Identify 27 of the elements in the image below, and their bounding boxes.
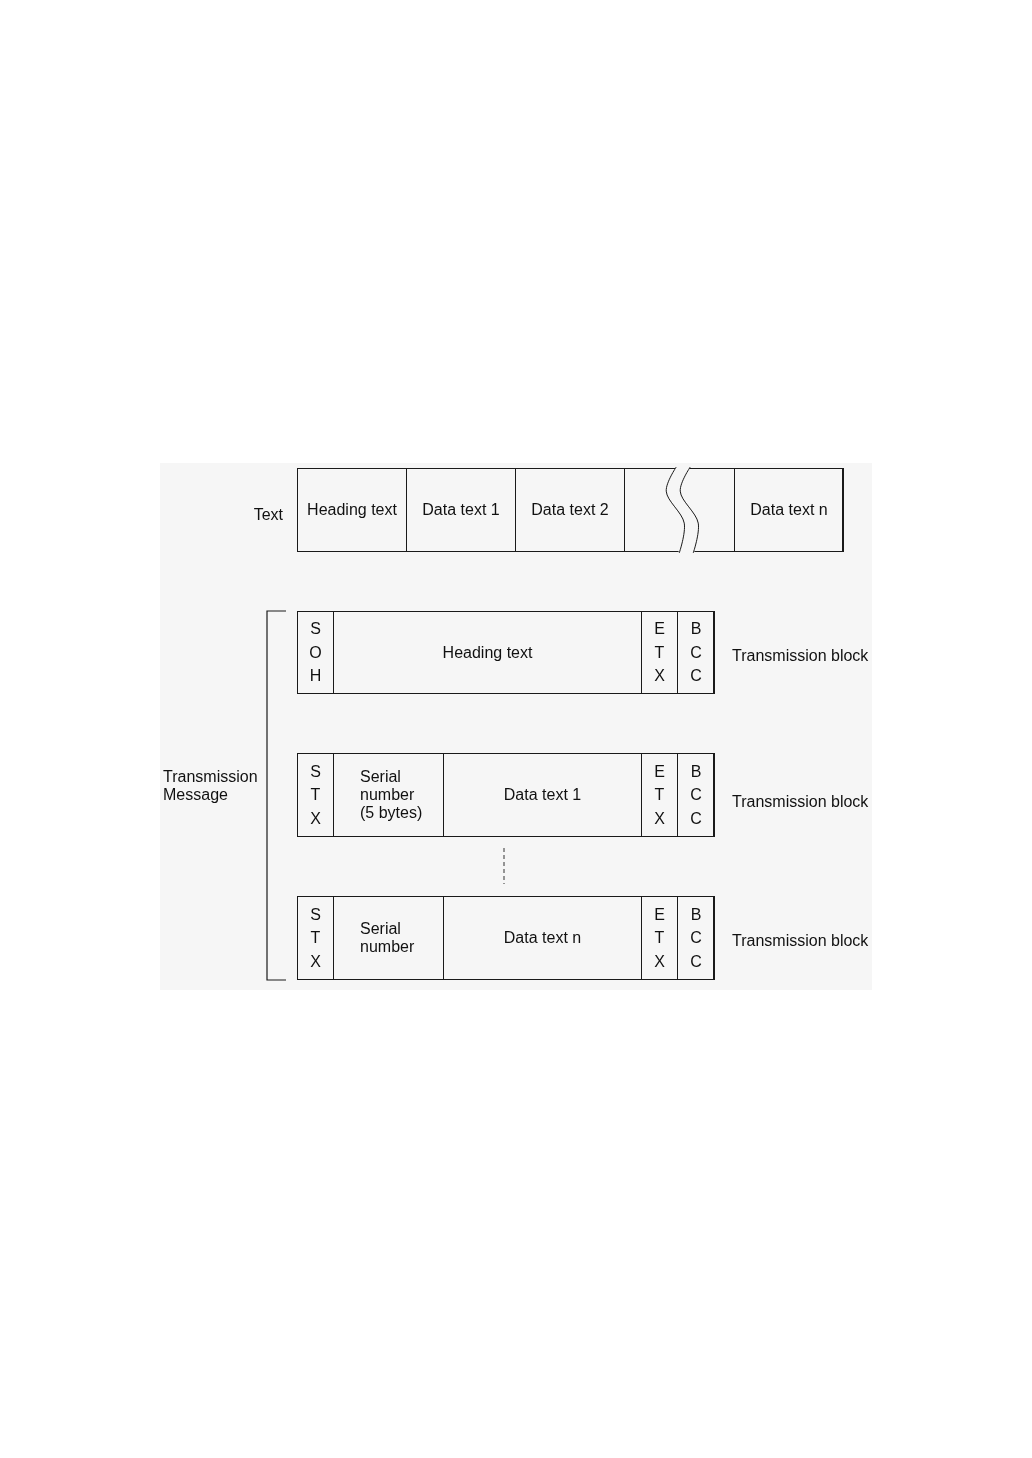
block-caption: Transmission block	[732, 932, 869, 950]
field-text: Serial number (5 bytes)	[360, 768, 424, 822]
field-text: E T X	[653, 761, 666, 829]
field-text: E T X	[653, 904, 666, 972]
field-text: Serial number	[360, 920, 416, 956]
field-text: Heading text	[307, 501, 397, 519]
field-text: E T X	[653, 619, 666, 687]
field-text: B C C	[689, 619, 703, 687]
field-text: S T X	[309, 904, 322, 972]
record-frame	[297, 753, 714, 837]
record-frame	[297, 611, 714, 694]
block-caption: Transmission block	[732, 647, 869, 665]
field-text: S O H	[308, 619, 323, 687]
field-text: Data text 1	[503, 786, 582, 804]
field-text: Data text n	[503, 929, 582, 947]
field-text: Data text 1	[422, 501, 500, 519]
group-label: Transmission Message	[163, 768, 259, 804]
field-text: B C C	[689, 761, 703, 829]
field-text: Heading text	[442, 643, 533, 662]
record-frame	[297, 468, 843, 552]
field-text: B C C	[689, 904, 703, 972]
field-text: Data text n	[750, 501, 828, 519]
block-caption: Transmission block	[732, 793, 869, 811]
record-frame	[297, 896, 714, 980]
block-caption: Text	[253, 506, 283, 524]
field-text: Data text 2	[531, 501, 609, 519]
field-text: S T X	[309, 761, 322, 829]
